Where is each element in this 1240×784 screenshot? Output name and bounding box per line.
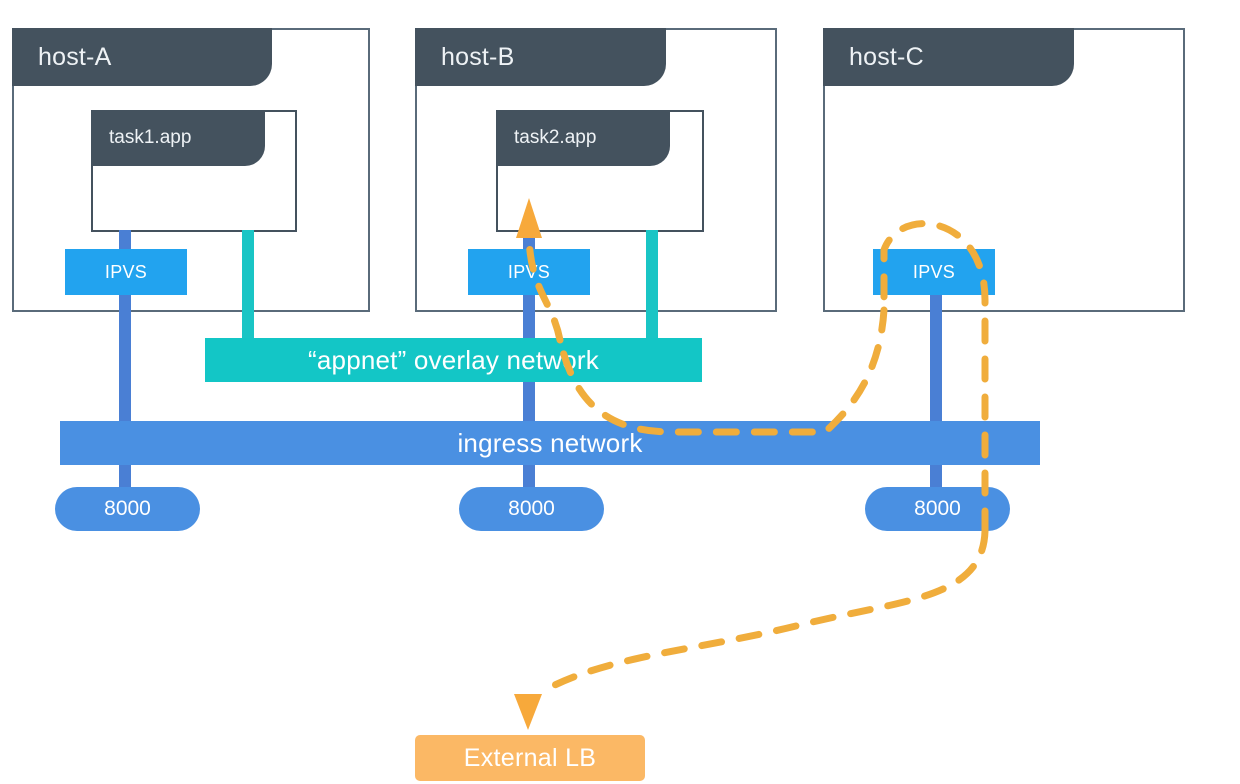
ipvs-box-host-a: IPVS: [65, 249, 187, 295]
host-title-host-c: host-C: [849, 42, 924, 71]
ipvs-box-host-c: IPVS: [873, 249, 995, 295]
overlay-network-label: “appnet” overlay network: [308, 344, 599, 375]
port-pill-host-a: 8000: [55, 487, 200, 531]
link-task1-to-overlay: [242, 230, 254, 342]
host-title-host-a: host-A: [38, 42, 112, 71]
link-ingress-to-port-b: [523, 464, 535, 492]
link-ipvs-a-to-ingress: [119, 292, 131, 438]
task-title-task2: task2.app: [514, 127, 597, 148]
task-header-task2: task2.app: [496, 110, 670, 166]
external-lb-box: External LB: [415, 735, 645, 781]
ipvs-label-host-b: IPVS: [507, 261, 551, 282]
host-header-host-b: host-B: [415, 28, 666, 86]
link-ingress-to-port-a: [119, 464, 131, 492]
port-pill-host-b: 8000: [459, 487, 604, 531]
ingress-network-label: ingress network: [457, 427, 643, 458]
task-title-task1: task1.app: [109, 127, 192, 148]
port-label-host-c: 8000: [914, 497, 961, 520]
ingress-network-band: ingress network: [60, 421, 1040, 465]
dashed-path-lb-to-host-c: [541, 527, 989, 694]
arrowhead-into-external-lb: [514, 694, 542, 730]
ipvs-label-host-c: IPVS: [912, 261, 956, 282]
host-header-host-a: host-A: [12, 28, 272, 86]
port-label-host-b: 8000: [508, 497, 555, 520]
link-ipvs-c-to-ingress: [930, 292, 942, 438]
link-task2-to-overlay: [646, 230, 658, 342]
task-header-task1: task1.app: [91, 110, 265, 166]
link-task1-to-ipvs-a: [119, 230, 131, 254]
host-header-host-c: host-C: [823, 28, 1074, 86]
overlay-network-band: “appnet” overlay network: [205, 338, 702, 382]
external-lb-label: External LB: [463, 743, 597, 772]
port-label-host-a: 8000: [104, 497, 151, 520]
port-pill-host-c: 8000: [865, 487, 1010, 531]
ipvs-label-host-a: IPVS: [104, 261, 148, 282]
host-title-host-b: host-B: [441, 42, 515, 71]
ipvs-box-host-b: IPVS: [468, 249, 590, 295]
